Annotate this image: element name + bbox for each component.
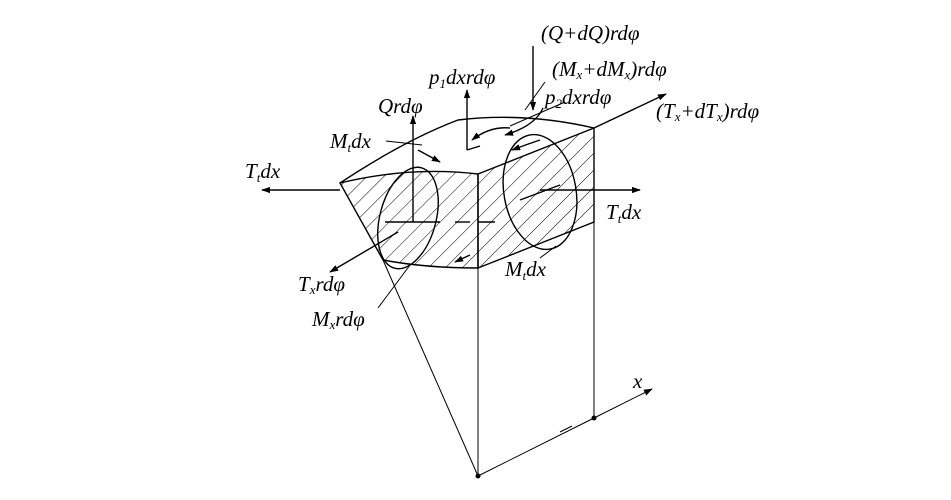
mx-leader [377, 264, 411, 309]
mx-dmx-moment-arrow [504, 107, 544, 136]
mx-dmx-leader [524, 81, 546, 111]
p1-base-tick [466, 145, 481, 151]
label-p2-dxrd: p2dxrdφ [543, 85, 612, 111]
p2-leader [509, 101, 566, 127]
top-moment-arrow-left [471, 127, 511, 141]
mt-arrow-lower [454, 254, 471, 263]
label-tx-plus-dtx: (Tx+dTx)rdφ [656, 99, 759, 124]
tx-outward-arrow [329, 231, 399, 273]
mt-arrow-upper [417, 149, 441, 163]
top-moment-arrow-right [511, 139, 541, 151]
mt-bottom-leader [539, 245, 557, 259]
x-axis-arrow [593, 388, 653, 419]
tx-plus-dtx-arrow [593, 93, 667, 129]
center-axes [385, 184, 561, 223]
label-q-rd: Qrdφ [378, 94, 423, 118]
label-mt-dx-top: Mtdx [329, 129, 372, 155]
mt-top-leader [385, 140, 423, 146]
mx-moment-loop [377, 166, 439, 270]
label-tx-rd: Txrdφ [298, 272, 345, 297]
top-surface [339, 116, 595, 184]
label-p1-dxrd: p1dxrdφ [427, 65, 496, 91]
label-mt-dx-bottom: Mtdx [504, 257, 547, 283]
mt-moment-loop [502, 133, 578, 251]
construction-lines [382, 222, 597, 479]
label-x-axis: x [632, 369, 643, 393]
label-mx-plus-dmx: (Mx+dMx)rdφ [552, 57, 667, 82]
label-mx-rd: Mxrdφ [311, 307, 365, 332]
label-q-plus-dq: (Q+dQ)rdφ [541, 21, 640, 45]
label-tt-dx-right: Ttdx [606, 200, 642, 226]
label-tt-dx-left: Ttdx [245, 159, 281, 185]
